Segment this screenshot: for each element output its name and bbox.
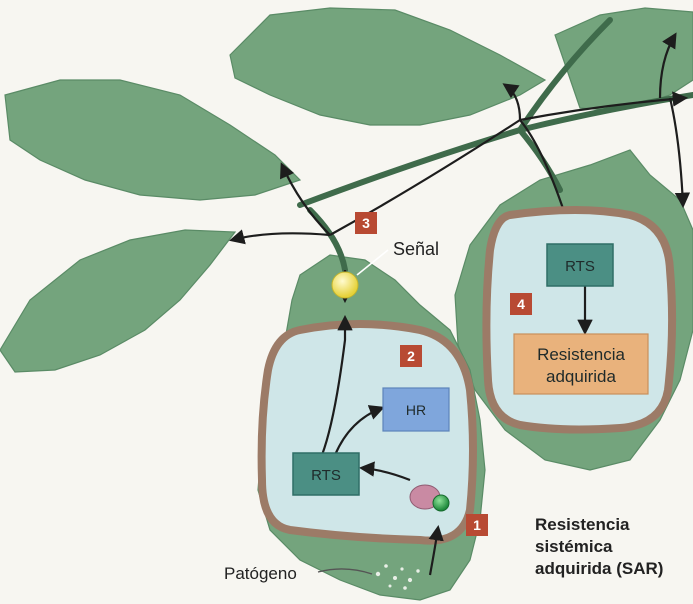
- rts-distal-box: RTS: [547, 244, 613, 286]
- rts-local-box: RTS: [293, 453, 359, 495]
- leaf-upper-left: [5, 80, 300, 200]
- step-2-label: 2: [407, 348, 415, 364]
- pathogen-label: Patógeno: [224, 564, 297, 583]
- pathogen-cell: [433, 495, 449, 511]
- step-badge-3: 3: [355, 212, 377, 234]
- rts-local-label: RTS: [311, 467, 341, 484]
- acquired-line1: Resistencia: [537, 345, 625, 364]
- title-line-1: Resistencia: [535, 515, 630, 534]
- step-badge-2: 2: [400, 345, 422, 367]
- leaf-left: [0, 230, 235, 372]
- step-4-label: 4: [517, 296, 525, 312]
- step-badge-1: 1: [466, 514, 488, 536]
- step-1-label: 1: [473, 517, 481, 533]
- step-3-label: 3: [362, 215, 370, 231]
- title-line-2: sistémica: [535, 537, 613, 556]
- sar-title: Resistencia sistémica adquirida (SAR): [535, 515, 663, 578]
- acquired-line2: adquirida: [546, 367, 616, 386]
- title-line-3: adquirida (SAR): [535, 559, 663, 578]
- signal-molecule: [332, 272, 358, 298]
- leaf-top: [230, 8, 545, 125]
- step-badge-4: 4: [510, 293, 532, 315]
- rts-distal-label: RTS: [565, 258, 595, 275]
- hr-label: HR: [406, 402, 426, 418]
- hr-box: HR: [383, 388, 449, 431]
- signal-label: Señal: [393, 239, 439, 259]
- acquired-resistance-box: Resistencia adquirida: [514, 334, 648, 394]
- cell-distal: [486, 210, 672, 429]
